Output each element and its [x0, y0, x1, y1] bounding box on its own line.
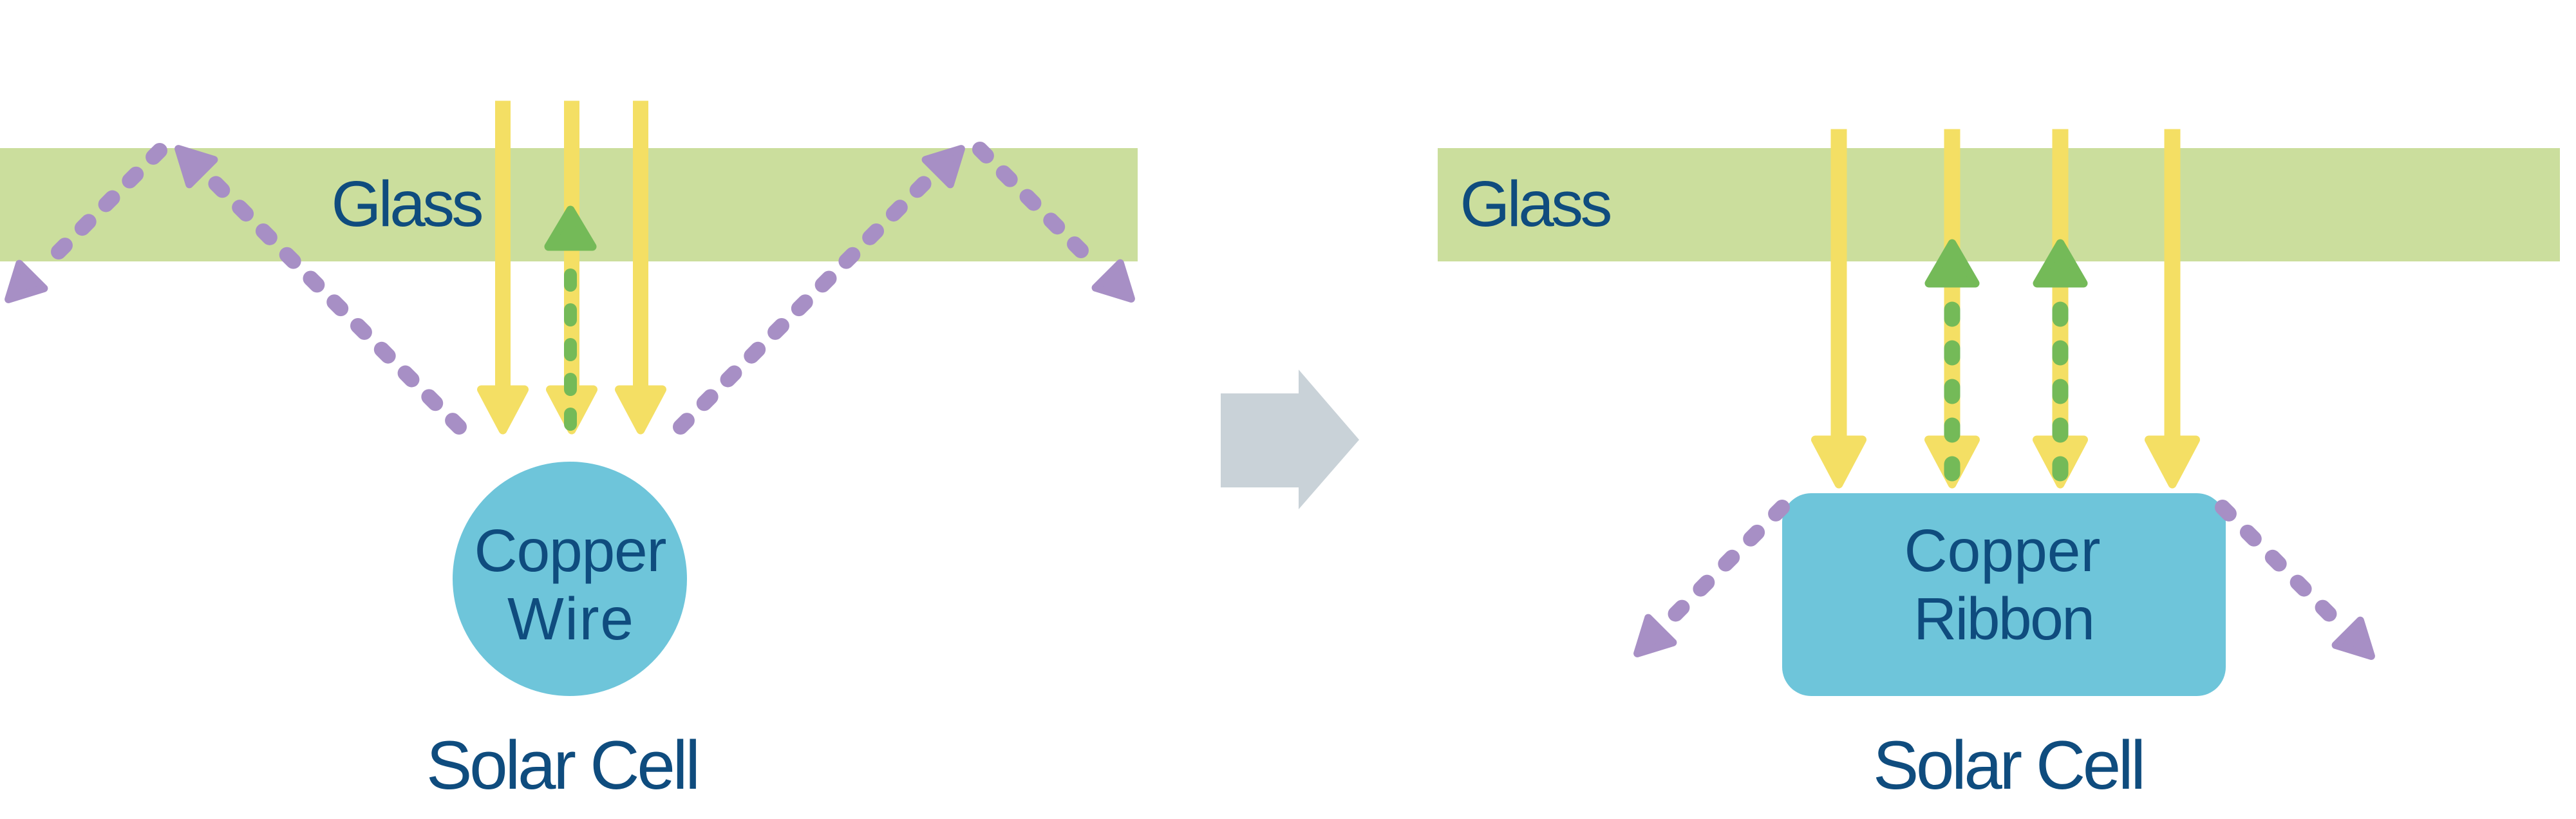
- svg-text:Solar Cell: Solar Cell: [1873, 726, 2146, 804]
- svg-text:Copper: Copper: [1904, 517, 2101, 584]
- svg-text:Wire: Wire: [507, 585, 634, 652]
- svg-text:Ribbon: Ribbon: [1913, 585, 2095, 652]
- svg-text:Copper: Copper: [475, 517, 667, 584]
- svg-text:Glass: Glass: [332, 168, 484, 240]
- svg-text:Solar Cell: Solar Cell: [426, 726, 700, 804]
- svg-text:Glass: Glass: [1460, 168, 1613, 240]
